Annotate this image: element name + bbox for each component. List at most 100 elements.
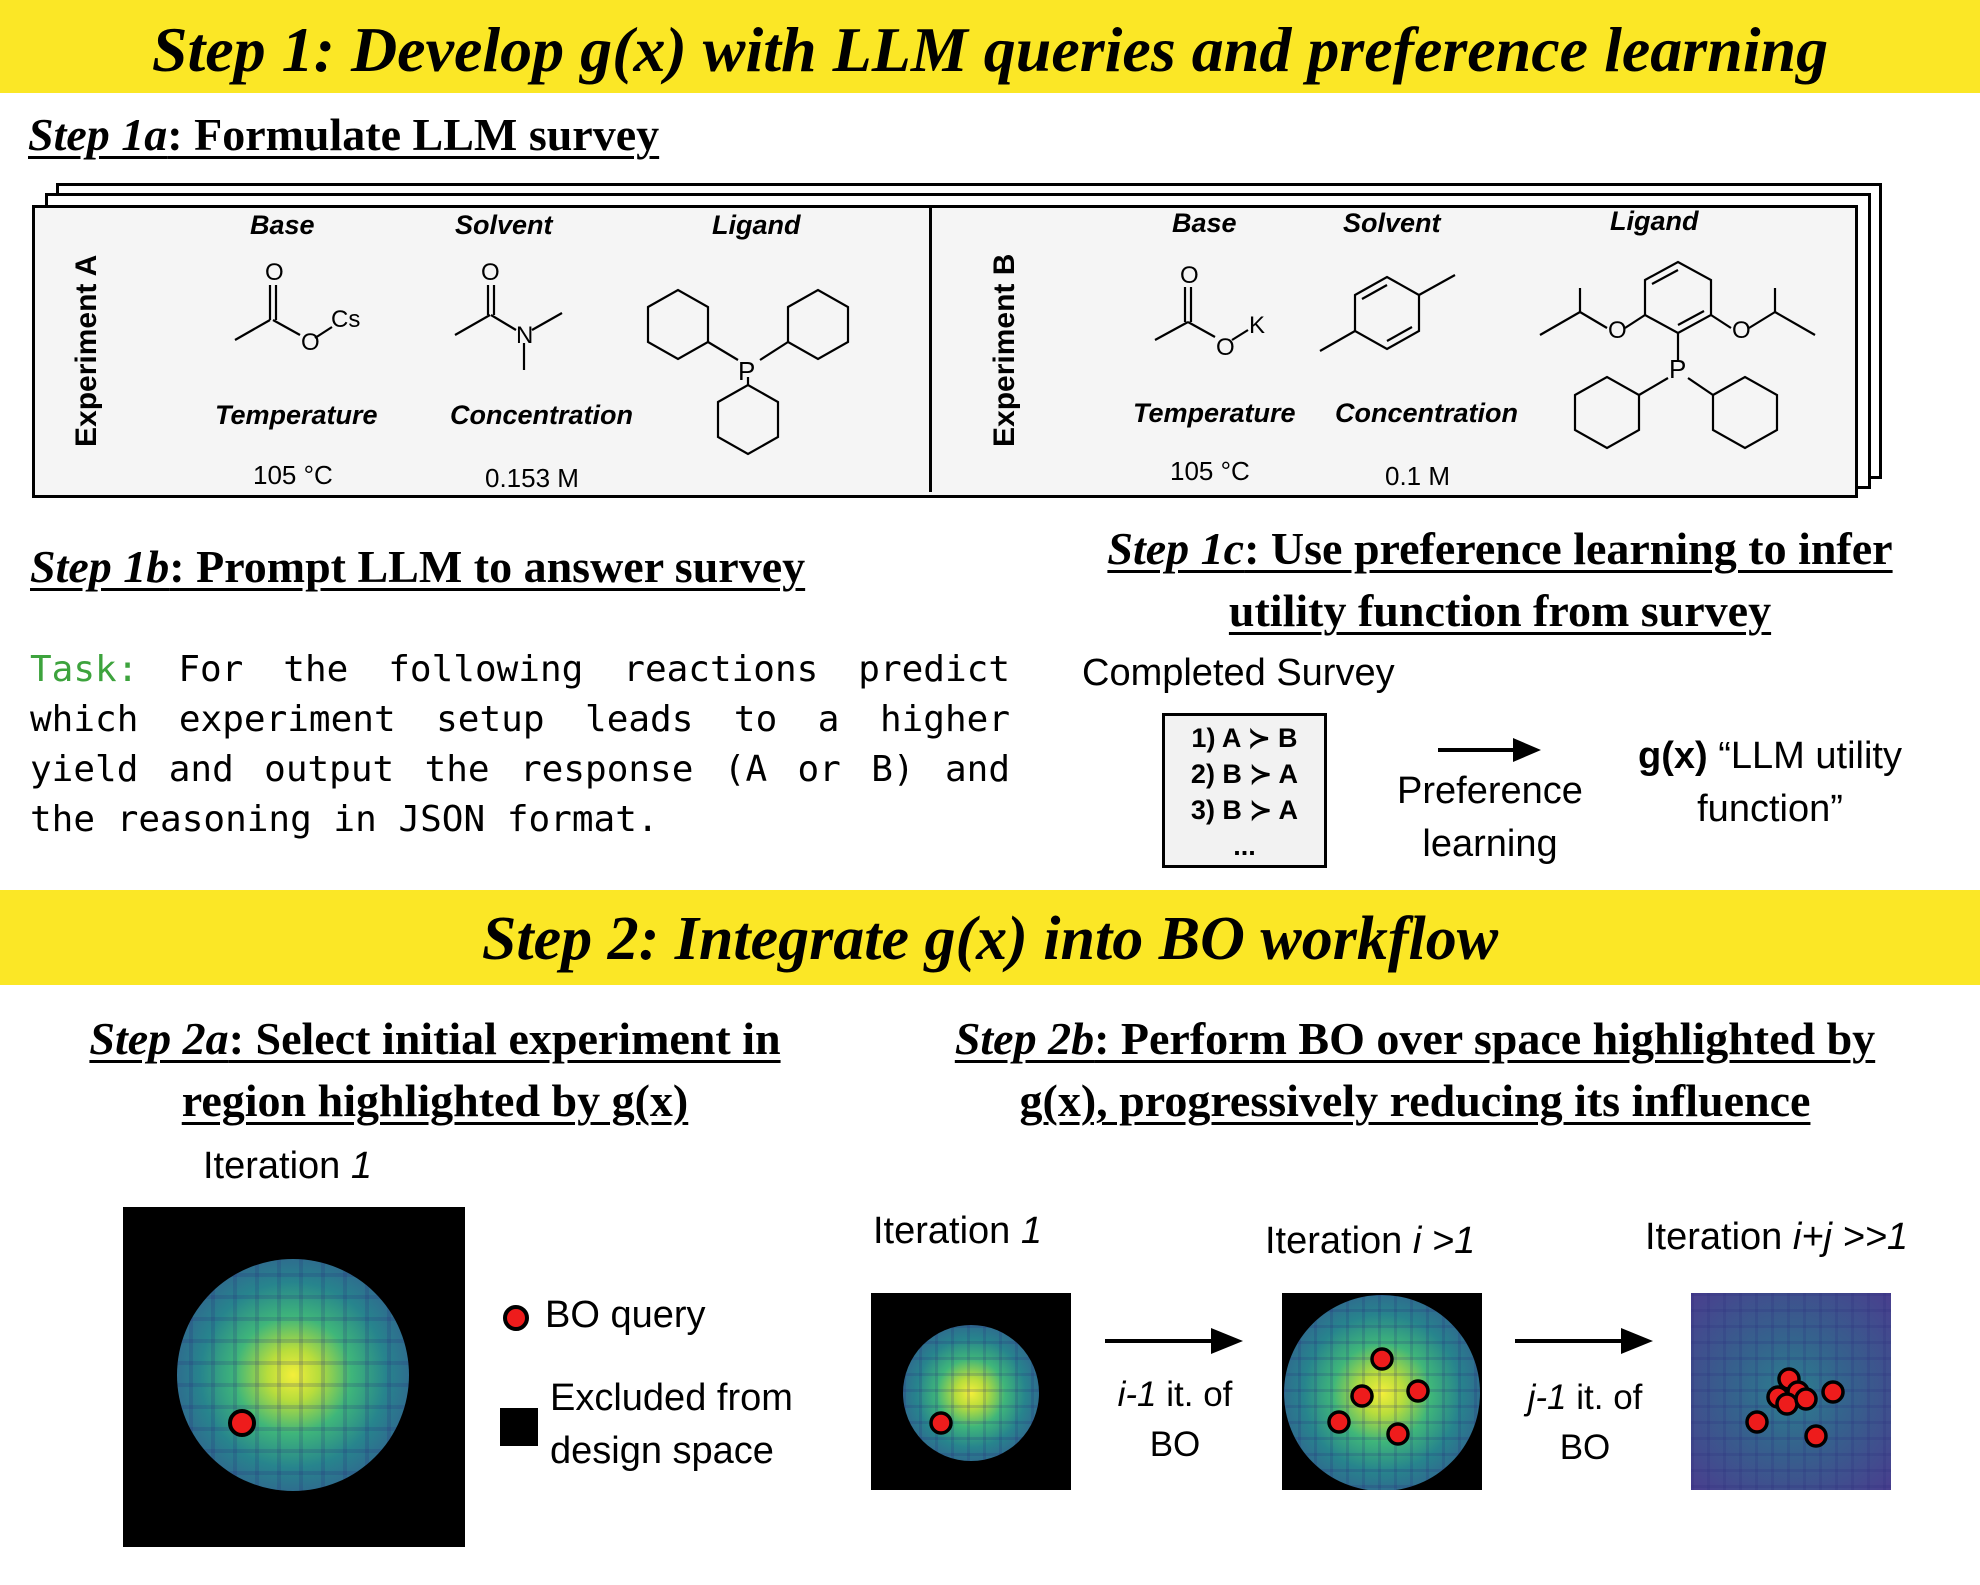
exp-b-concentration-value: 0.1 M	[1385, 461, 1451, 491]
atom-p: P	[1669, 354, 1686, 384]
iteration-label-2b-ij: Iteration i+j >>1	[1645, 1216, 1908, 1259]
ruphos-ligand-structure: O O P	[1539, 260, 1816, 450]
step2a-text-line2: region highlighted by g(x)	[181, 1075, 689, 1126]
experiment-b-label: Experiment B	[988, 253, 1021, 447]
step1c-heading: Step 1c: Use preference learning to infe…	[1030, 518, 1970, 642]
arrow-iteration-i-to-ij	[1515, 1328, 1653, 1354]
arrow-1-var: i-1	[1117, 1375, 1157, 1414]
gx-utility-label: g(x) “LLM utility function”	[1615, 730, 1925, 836]
bo-query-point	[1370, 1347, 1394, 1371]
completed-survey-title: Completed Survey	[1082, 652, 1395, 694]
iteration-word: Iteration	[873, 1210, 1011, 1252]
step1c-label: Step 1c	[1107, 523, 1245, 574]
bo-query-legend-marker	[503, 1305, 529, 1331]
iteration-word: Iteration	[203, 1145, 341, 1187]
completed-survey-box: 1) A ≻ B 2) B ≻ A 3) B ≻ A ...	[1162, 713, 1327, 868]
exp-a-concentration-value: 0.153 M	[485, 463, 579, 493]
iteration-label-2b-1: Iteration 1	[873, 1210, 1042, 1253]
task-prompt: Task: For the following reactions predic…	[30, 645, 1010, 845]
iteration-label-2a: Iteration 1	[203, 1145, 372, 1188]
atom-k: K	[1249, 312, 1265, 339]
iteration-word: Iteration	[1265, 1220, 1403, 1262]
step1b-text: : Prompt LLM to answer survey	[169, 541, 806, 592]
exp-b-temperature-value: 105 °C	[1170, 456, 1250, 486]
gx-label: g(x)	[1638, 735, 1708, 777]
exp-a-concentration-label: Concentration	[450, 400, 634, 430]
iteration-label-2b-i: Iteration i >1	[1265, 1220, 1475, 1263]
potassium-acetate-structure: O O K	[1154, 262, 1265, 361]
step1a-label: Step 1a	[28, 109, 168, 160]
step2a-text-line1: : Select initial experiment in	[228, 1013, 781, 1064]
arrow-1-line2: BO	[1149, 1425, 1201, 1464]
arrow-2-var: j-1	[1527, 1378, 1567, 1417]
atom-o: O	[1180, 262, 1199, 289]
step1b-label: Step 1b	[30, 541, 170, 592]
heatmap-iteration-ij	[1691, 1293, 1891, 1490]
atom-o: O	[301, 329, 320, 356]
step2-banner: Step 2: Integrate g(x) into BO workflow	[0, 890, 1980, 985]
arrow-1-label: i-1 it. of BO	[1095, 1370, 1255, 1470]
exp-a-temperature-value: 105 °C	[253, 460, 333, 490]
atom-o: O	[265, 259, 284, 286]
experiment-a-label: Experiment A	[70, 254, 103, 447]
step1-banner: Step 1: Develop g(x) with LLM queries an…	[0, 0, 1980, 93]
atom-p: P	[738, 356, 755, 386]
step1a-heading: Step 1a: Formulate LLM survey	[28, 108, 659, 161]
bo-query-point	[1745, 1410, 1769, 1434]
step1c-text-line2: utility function from survey	[1228, 585, 1772, 636]
exp-b-ligand-label: Ligand	[1610, 206, 1699, 236]
atom-cs: Cs	[331, 306, 360, 333]
preference-learning-label: Preference learning	[1375, 765, 1605, 871]
step2b-label: Step 2b	[954, 1013, 1095, 1064]
iteration-word: Iteration	[1645, 1216, 1783, 1258]
step2a-label: Step 2a	[89, 1013, 229, 1064]
step2a-heading: Step 2a: Select initial experiment in re…	[15, 1008, 855, 1132]
survey-answer-3: 3) B ≻ A	[1190, 795, 1299, 825]
exp-b-concentration-label: Concentration	[1335, 398, 1519, 428]
bo-query-point	[1406, 1379, 1430, 1403]
bo-query-point	[929, 1411, 953, 1435]
survey-card-front	[32, 205, 1858, 498]
exp-a-ligand-label: Ligand	[712, 210, 801, 240]
iteration-number: 1	[1020, 1210, 1043, 1252]
bo-query-point	[1327, 1410, 1351, 1434]
bo-query-point	[1804, 1424, 1828, 1448]
excluded-legend-line1: Excluded from	[550, 1377, 793, 1419]
bo-query-legend-label: BO query	[545, 1294, 706, 1336]
step2b-text-line2: g(x), progressively reducing its influen…	[1019, 1075, 1811, 1126]
iteration-number: i+j >>1	[1792, 1216, 1909, 1258]
bo-query-point	[1794, 1387, 1818, 1411]
exp-b-solvent-label: Solvent	[1343, 208, 1441, 238]
atom-o: O	[481, 259, 500, 286]
bo-query-point	[228, 1409, 256, 1437]
gx-utility-text-line2: function”	[1697, 788, 1843, 830]
tricyclohexylphosphine-structure: P	[646, 288, 850, 456]
heatmap-iteration-1-large	[123, 1207, 465, 1547]
arrow-2-text: it. of	[1566, 1378, 1643, 1417]
excluded-legend-line2: design space	[550, 1430, 774, 1472]
arrow-iteration-1-to-i	[1105, 1328, 1243, 1354]
design-space-grid	[1284, 1295, 1480, 1490]
atom-o: O	[1732, 317, 1751, 344]
excluded-legend-marker	[500, 1408, 538, 1446]
atom-o: O	[1216, 334, 1235, 361]
step1c-text-line1: : Use preference learning to infer	[1244, 523, 1893, 574]
survey-card-divider	[929, 208, 932, 492]
exp-a-solvent-label: Solvent	[455, 210, 553, 240]
preference-arrow	[1438, 738, 1541, 762]
step2b-heading: Step 2b: Perform BO over space highlight…	[860, 1008, 1970, 1132]
arrow-2-label: j-1 it. of BO	[1505, 1373, 1665, 1473]
survey-answer-1: 1) A ≻ B	[1191, 723, 1298, 753]
step2b-text-line1: : Perform BO over space highlighted by	[1094, 1013, 1876, 1064]
excluded-legend-label: Excluded from design space	[550, 1372, 793, 1478]
step1a-text: : Formulate LLM survey	[167, 109, 660, 160]
iteration-number: 1	[350, 1145, 373, 1187]
bo-query-point	[1386, 1422, 1410, 1446]
gx-utility-text-line1: “LLM utility	[1707, 735, 1902, 777]
exp-a-temperature-label: Temperature	[215, 400, 378, 430]
atom-o: O	[1608, 317, 1627, 344]
exp-a-base-label: Base	[250, 210, 315, 240]
atom-n: N	[516, 322, 533, 349]
iteration-number: i >1	[1412, 1220, 1476, 1262]
task-keyword: Task:	[30, 649, 139, 690]
